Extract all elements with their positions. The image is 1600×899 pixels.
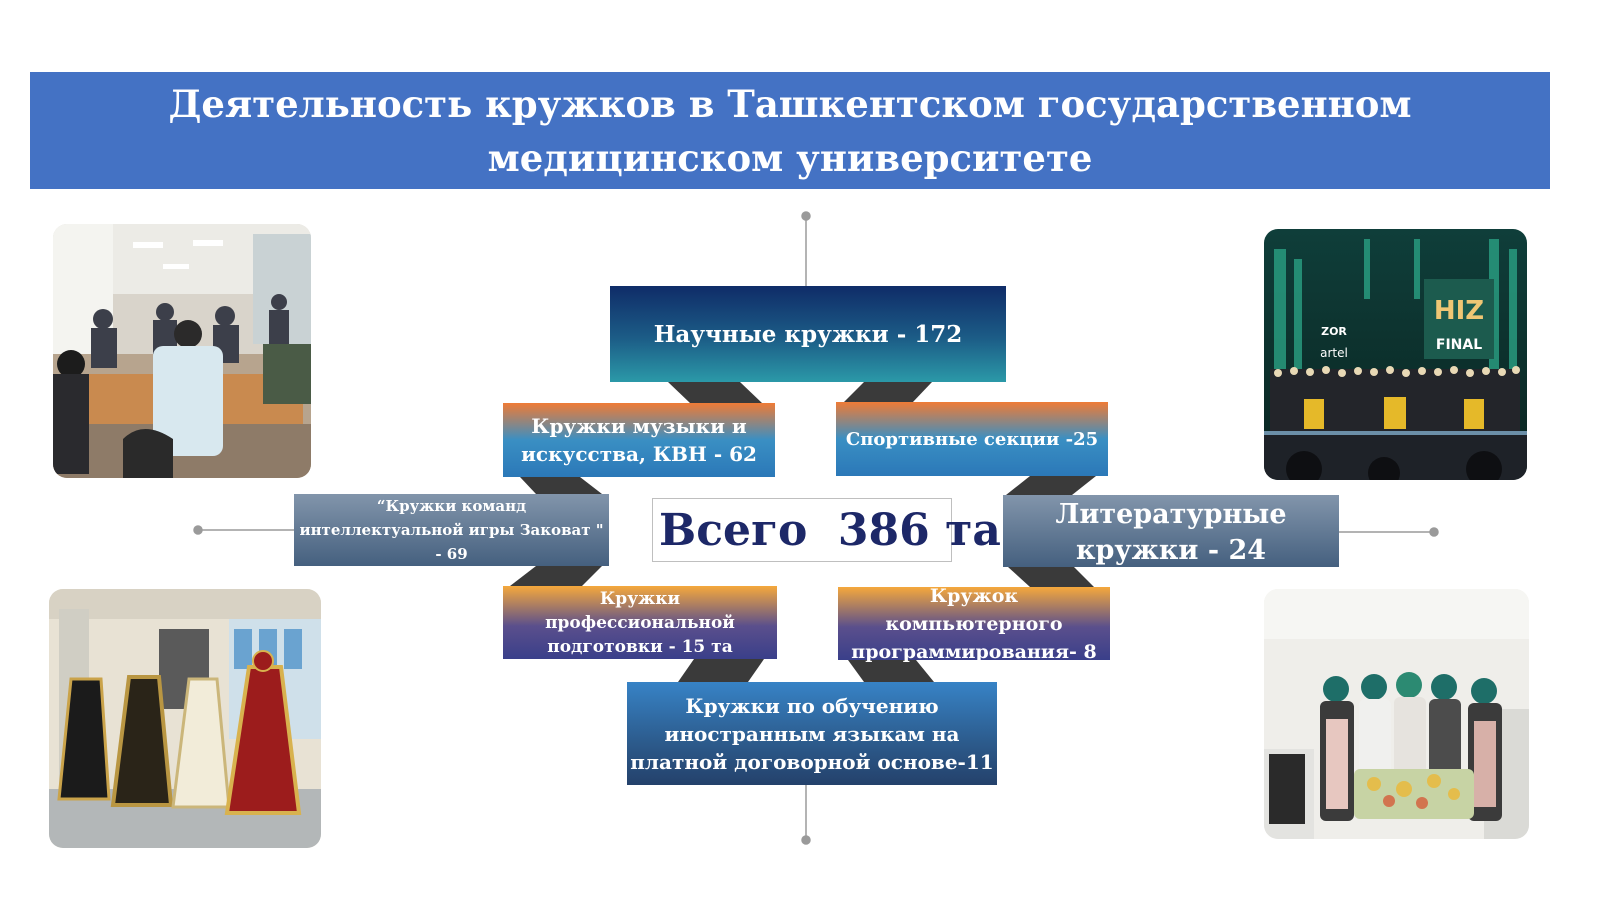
dot-right — [1429, 527, 1439, 537]
box-professional-clubs: Кружки профессиональной подготовки - 15 … — [503, 586, 777, 659]
page-title: Деятельность кружков в Ташкентском госуд… — [30, 72, 1550, 189]
box-music-clubs: Кружки музыки и искусства, КВН - 62 — [503, 403, 775, 477]
connector-sci-music — [668, 382, 762, 403]
logo-zor-text: ZOR — [1321, 325, 1347, 338]
connector-sci-sport — [843, 382, 932, 403]
photo-cooking-club — [1264, 589, 1529, 839]
banner-final-text: FINAL — [1436, 337, 1482, 353]
box-zakovat-clubs: “Кружки команд интеллектуальной игры Зак… — [294, 494, 609, 566]
connector-prof-lang — [678, 659, 764, 682]
connector-lit-comp — [1008, 567, 1094, 587]
box-science-clubs: Научные кружки - 172 — [610, 286, 1006, 382]
connector-comp-lang — [848, 660, 934, 682]
photo-final-stage: HIZ FINAL ZOR artel — [1264, 229, 1527, 480]
box-computer-clubs: Кружок компьютерного программирования- 8 — [838, 585, 1110, 663]
box-language-clubs: Кружки по обучению иностранным языкам на… — [627, 682, 997, 785]
box-sport-sections: Спортивные секции -25 — [836, 402, 1108, 476]
connector-sport-lit — [1006, 476, 1096, 495]
photo-chess-classroom — [53, 224, 311, 478]
dot-left — [193, 525, 203, 535]
total-count: Всего 386 та — [652, 498, 1001, 562]
banner-top-text: HIZ — [1434, 296, 1484, 326]
dot-top — [801, 211, 811, 221]
box-literature-clubs: Литературные кружки - 24 — [1003, 495, 1339, 567]
connector-zakovat-prof — [510, 566, 602, 586]
connector-music-zakovat — [520, 477, 602, 494]
logo-artel-text: artel — [1320, 346, 1348, 360]
photo-national-costumes — [49, 589, 321, 848]
dot-bottom — [801, 835, 811, 845]
